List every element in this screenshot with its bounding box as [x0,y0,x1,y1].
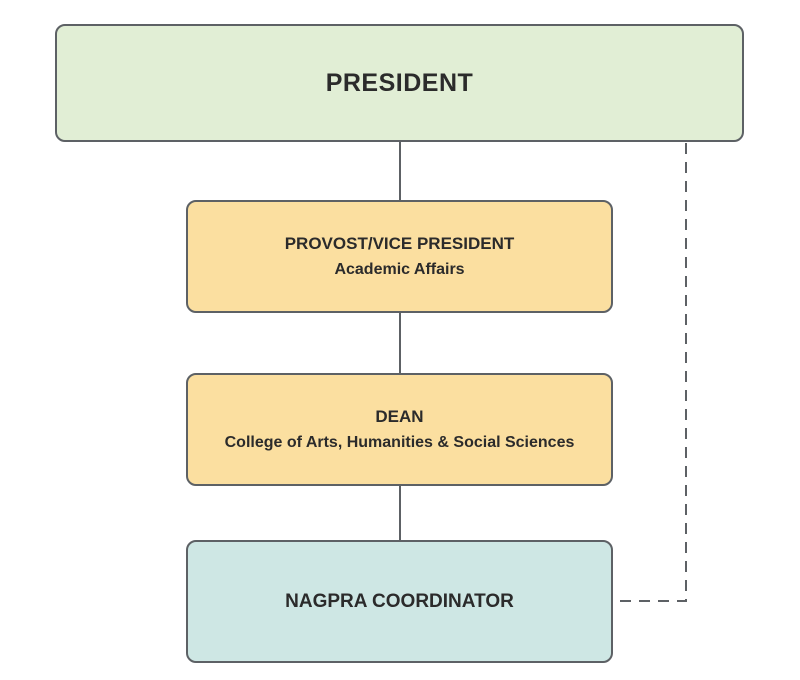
node-nagpra: NAGPRA COORDINATOR [186,540,613,663]
edge-president-nagpra-dashed [612,143,687,602]
node-dean: DEAN College of Arts, Humanities & Socia… [186,373,613,486]
node-dean-title: DEAN [375,406,424,426]
node-dean-subtitle: College of Arts, Humanities & Social Sci… [224,433,575,451]
node-president-title: PRESIDENT [325,68,474,97]
node-provost: PROVOST/VICE PRESIDENT Academic Affairs [186,200,613,313]
node-nagpra-title: NAGPRA COORDINATOR [285,590,514,612]
node-president: PRESIDENT [55,24,744,142]
node-provost-subtitle: Academic Affairs [334,260,465,278]
node-provost-title: PROVOST/VICE PRESIDENT [284,233,515,253]
